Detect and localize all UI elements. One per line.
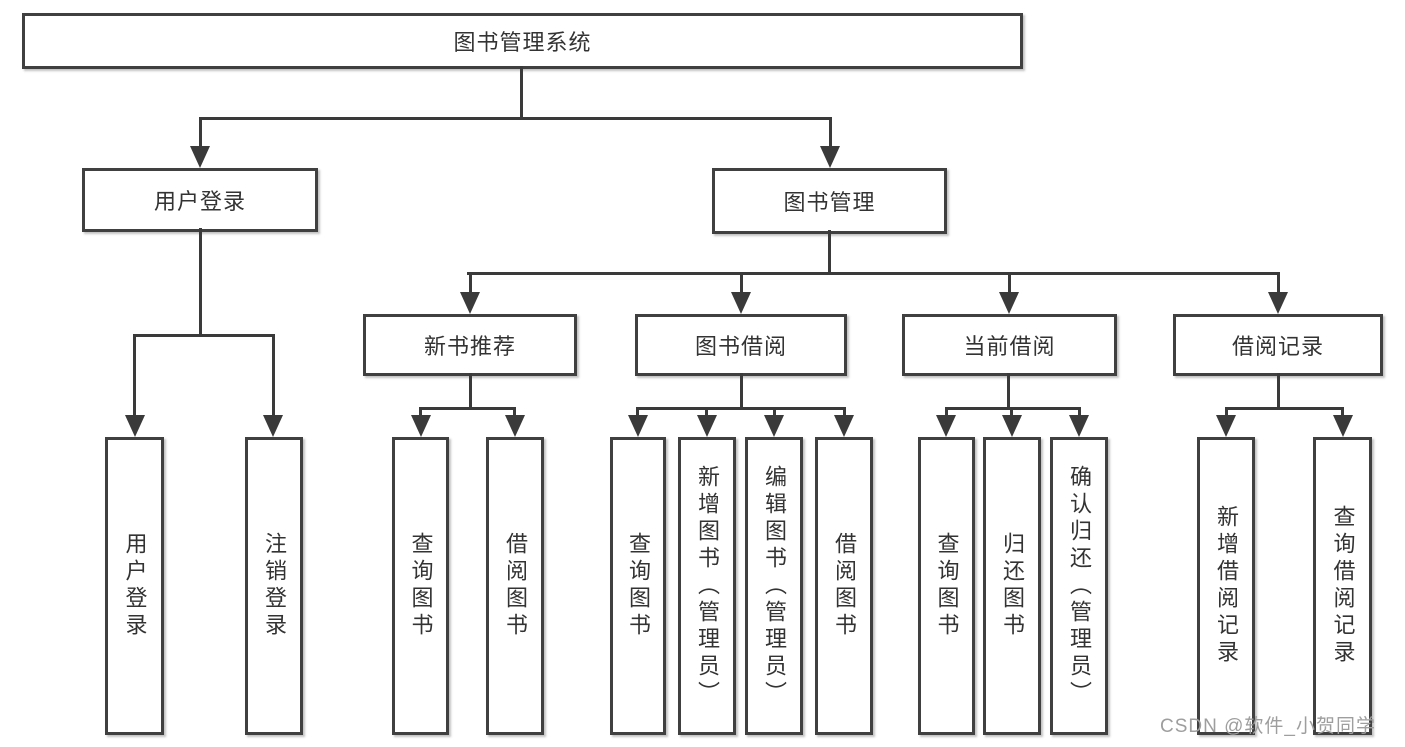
- connector-line: [198, 117, 202, 150]
- node-library-system: 图书管理系统: [22, 13, 1023, 69]
- connector-line: [944, 407, 948, 417]
- node-borrow-records: 借阅记录: [1173, 314, 1383, 376]
- arrow-down-icon: [627, 415, 648, 437]
- arrow-down-icon: [504, 415, 525, 437]
- leaf-confirm-return-admin-label: 确认归还（管理员）: [1067, 464, 1092, 708]
- node-book-management-label: 图书管理: [783, 190, 876, 215]
- connector-line: [1276, 272, 1280, 296]
- leaf-add-books-admin-label: 新增图书（管理员）: [695, 464, 720, 708]
- node-current-borrowing: 当前借阅: [902, 314, 1117, 376]
- connector-line: [133, 334, 136, 417]
- connector-line: [198, 116, 832, 120]
- connector-line: [842, 407, 846, 417]
- node-book-borrowing-label: 图书借阅: [694, 334, 787, 359]
- connector-line: [1224, 407, 1228, 417]
- node-user-login: 用户登录: [82, 168, 318, 232]
- connector-line: [1276, 373, 1280, 409]
- connector-line: [1224, 406, 1344, 410]
- leaf-logout: 注销登录: [245, 437, 303, 735]
- arrow-down-icon: [834, 415, 854, 437]
- arrow-down-icon: [124, 415, 145, 437]
- leaf-edit-books-admin: 编辑图书（管理员）: [745, 437, 803, 735]
- node-new-book-recommend: 新书推荐: [363, 314, 577, 376]
- arrow-down-icon: [936, 415, 956, 437]
- connector-line: [468, 272, 472, 296]
- leaf-add-borrow-record-label: 新增借阅记录: [1214, 505, 1239, 667]
- node-book-borrowing: 图书借阅: [635, 314, 847, 376]
- connector-line: [198, 228, 202, 335]
- connector-line: [828, 117, 832, 150]
- arrow-down-icon: [190, 146, 210, 168]
- node-current-borrowing-label: 当前借阅: [963, 334, 1056, 359]
- connector-line: [828, 230, 831, 273]
- arrow-down-icon: [263, 415, 283, 437]
- leaf-query-books-recommend-label: 查询图书: [408, 532, 434, 640]
- connector-line: [133, 333, 275, 337]
- connector-line: [513, 407, 516, 417]
- arrow-down-icon: [731, 292, 751, 314]
- leaf-query-books-current: 查询图书: [918, 437, 975, 735]
- arrow-down-icon: [1069, 415, 1089, 437]
- connector-line: [772, 407, 776, 417]
- connector-line: [636, 406, 846, 410]
- arrow-down-icon: [999, 292, 1019, 314]
- leaf-user-login: 用户登录: [105, 437, 164, 735]
- arrow-down-icon: [1001, 415, 1022, 437]
- arrow-down-icon: [410, 415, 431, 437]
- connector-line: [705, 407, 708, 417]
- connector-line: [636, 407, 639, 417]
- leaf-user-login-label: 用户登录: [122, 532, 148, 640]
- arrow-down-icon: [460, 292, 480, 314]
- leaf-edit-books-admin-label: 编辑图书（管理员）: [762, 464, 787, 708]
- connector-line: [1077, 407, 1081, 417]
- connector-line: [419, 407, 422, 417]
- node-borrow-records-label: 借阅记录: [1231, 334, 1324, 359]
- leaf-return-books: 归还图书: [983, 437, 1041, 735]
- arrow-down-icon: [696, 415, 717, 437]
- leaf-query-borrow-record-label: 查询借阅记录: [1330, 505, 1356, 667]
- leaf-add-borrow-record: 新增借阅记录: [1197, 437, 1255, 735]
- connector-line: [739, 373, 743, 409]
- leaf-query-borrow-record: 查询借阅记录: [1313, 437, 1372, 735]
- connector-line: [1010, 407, 1013, 417]
- connector-line: [419, 406, 516, 410]
- leaf-return-books-label: 归还图书: [1000, 532, 1025, 640]
- connector-line: [468, 373, 472, 409]
- connector-line: [271, 334, 275, 417]
- node-user-login-label: 用户登录: [153, 189, 246, 214]
- arrow-down-icon: [1332, 415, 1353, 437]
- leaf-borrow-books-label: 借阅图书: [832, 532, 857, 640]
- node-library-system-label: 图书管理系统: [453, 30, 592, 55]
- node-book-management: 图书管理: [712, 168, 947, 234]
- connector-line: [519, 66, 523, 119]
- node-new-book-recommend-label: 新书推荐: [423, 334, 516, 359]
- connector-line: [1006, 373, 1010, 409]
- leaf-query-books-recommend: 查询图书: [392, 437, 449, 735]
- leaf-query-books-borrowing-label: 查询图书: [626, 532, 651, 640]
- leaf-borrow-books-recommend: 借阅图书: [486, 437, 544, 735]
- arrow-down-icon: [764, 415, 784, 437]
- connector-line: [467, 271, 1279, 275]
- arrow-down-icon: [1216, 415, 1236, 437]
- leaf-borrow-books-recommend-label: 借阅图书: [503, 532, 528, 640]
- connector-line: [1341, 407, 1344, 417]
- leaf-query-books-current-label: 查询图书: [934, 532, 960, 640]
- arrow-down-icon: [1268, 292, 1288, 314]
- leaf-add-books-admin: 新增图书（管理员）: [678, 437, 736, 735]
- leaf-query-books-borrowing: 查询图书: [610, 437, 666, 735]
- connector-line: [1007, 272, 1011, 296]
- leaf-confirm-return-admin: 确认归还（管理员）: [1050, 437, 1108, 735]
- arrow-down-icon: [820, 146, 840, 168]
- leaf-borrow-books: 借阅图书: [815, 437, 873, 735]
- leaf-logout-label: 注销登录: [262, 532, 287, 640]
- csdn-watermark: CSDN @软件_小贺同学: [1160, 716, 1376, 737]
- connector-line: [739, 272, 743, 296]
